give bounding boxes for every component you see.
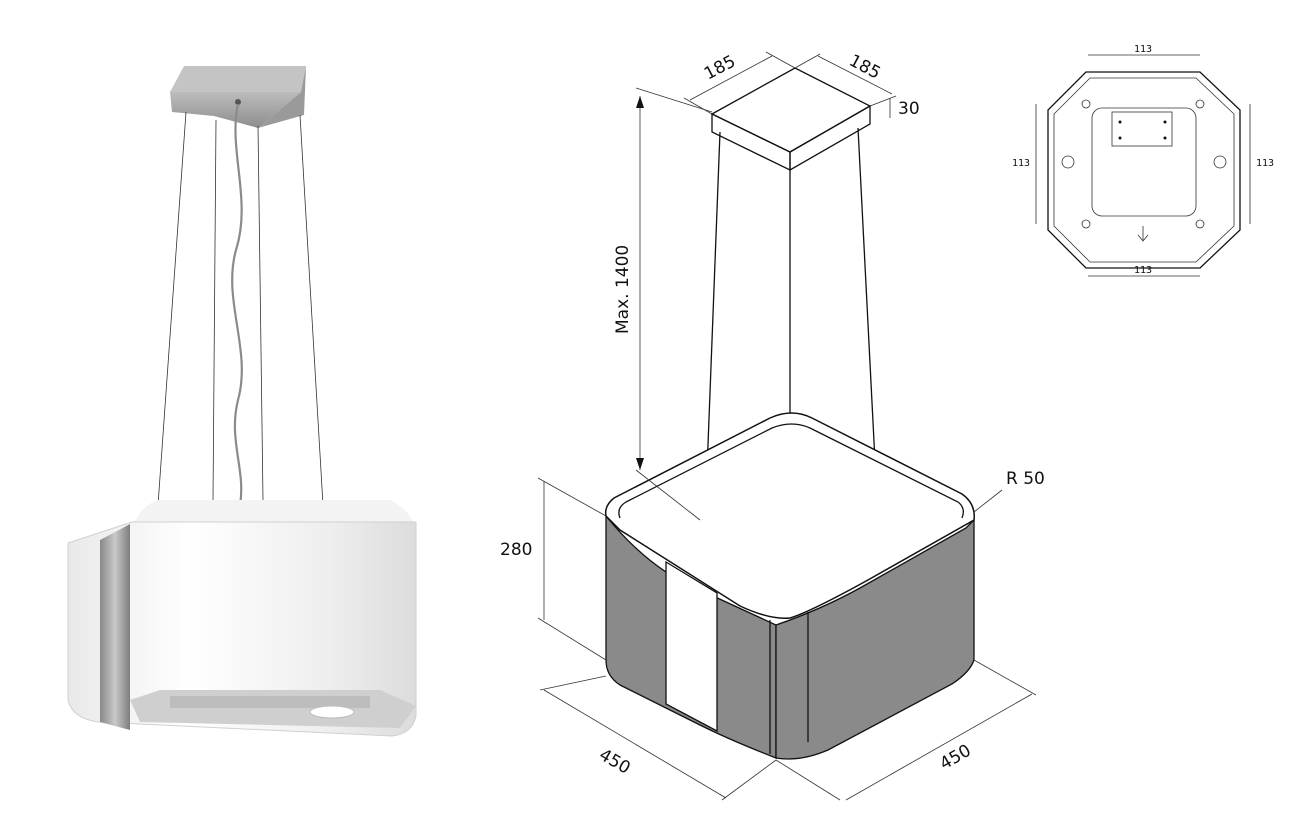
dim-line-canopy-a xyxy=(689,55,773,101)
bracket-cutout xyxy=(1091,107,1197,217)
render-hood-top xyxy=(132,500,416,528)
drawing-canopy-left-face xyxy=(711,112,791,172)
dim-hood-height: 280 xyxy=(500,540,532,560)
arrow-down-icon xyxy=(1137,226,1149,242)
render-hood-underside xyxy=(130,690,416,728)
render-cable-1 xyxy=(157,111,187,506)
render-power-cord xyxy=(231,103,243,506)
bracket-dim-left: 113 xyxy=(1012,158,1030,169)
render-cable-3 xyxy=(257,125,264,501)
dim-canopy-height: 30 xyxy=(898,99,920,119)
bracket-plate xyxy=(1111,111,1173,147)
bracket-hole-left xyxy=(1061,155,1075,169)
bracket-dim-right: 113 xyxy=(1256,158,1274,169)
drawing-canopy-right-face xyxy=(789,104,871,172)
dim-hood-width-b: 450 xyxy=(937,741,975,775)
dim-line-radius xyxy=(973,489,1003,513)
render-canopy-side xyxy=(258,66,306,128)
dim-canopy-width-a: 185 xyxy=(701,52,739,85)
technical-drawing: Max. 1400 185 185 30 280 450 450 R 50 xyxy=(500,51,1045,801)
dim-hood-width-a: 450 xyxy=(596,745,634,779)
dim-corner-radius: R 50 xyxy=(1006,469,1045,489)
render-steel-strip xyxy=(100,524,130,730)
product-render xyxy=(67,66,417,737)
drawing-canopy-top xyxy=(710,67,872,153)
render-canopy-front xyxy=(170,92,301,128)
bracket-dim-top: 113 xyxy=(1134,44,1152,55)
bracket-dim-bottom: 113 xyxy=(1134,265,1152,276)
drawing-white-strip xyxy=(665,560,718,733)
bracket-outline xyxy=(1047,71,1241,269)
render-light-icon xyxy=(309,705,355,719)
bracket-hole-right xyxy=(1213,155,1227,169)
render-filter-panel xyxy=(170,696,370,708)
bracket-plan: 113 113 113 113 xyxy=(1012,44,1274,277)
render-cable-4 xyxy=(299,114,324,506)
drawing-hood-right-face xyxy=(775,518,975,760)
dim-max-length: Max. 1400 xyxy=(613,245,633,334)
dim-line-canopy-b xyxy=(817,55,893,95)
dim-canopy-width-b: 185 xyxy=(846,51,884,84)
dim-line-hood-a xyxy=(543,689,727,799)
render-hood-body xyxy=(67,521,417,737)
render-cable-2 xyxy=(212,119,217,501)
dim-line-hood-b xyxy=(845,693,1033,801)
render-canopy-top xyxy=(170,66,306,92)
